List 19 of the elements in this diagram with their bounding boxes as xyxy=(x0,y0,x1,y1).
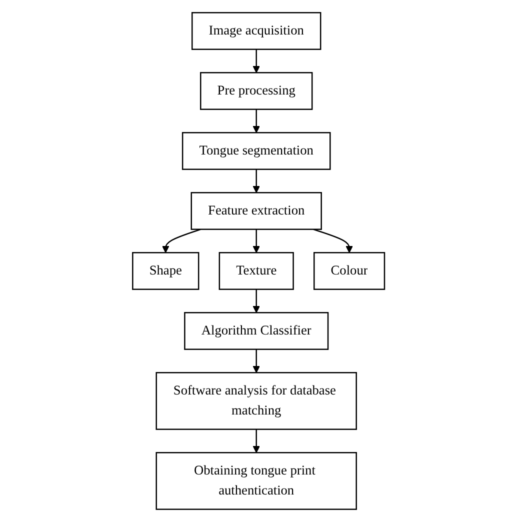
node-box: Algorithm Classifier xyxy=(184,312,329,350)
node-box: Software analysis for database matching xyxy=(156,372,357,430)
node-box: Texture xyxy=(218,252,294,290)
node-box: Colour xyxy=(313,252,386,290)
node-box: Pre processing xyxy=(200,72,313,110)
arrow xyxy=(252,288,260,312)
node-box: Feature extraction xyxy=(190,192,322,230)
arrow xyxy=(252,348,260,372)
arrow xyxy=(252,168,260,192)
node-box: Image acquisition xyxy=(191,12,322,50)
node-box: Tongue segmentation xyxy=(182,132,331,170)
node-box: Obtaining tongue print authentication xyxy=(156,452,357,510)
arrow xyxy=(252,428,260,452)
arrow xyxy=(312,228,353,252)
arrow xyxy=(252,108,260,132)
arrow xyxy=(252,48,260,72)
arrow xyxy=(252,228,260,252)
arrow xyxy=(162,228,202,252)
node-box: Shape xyxy=(132,252,200,290)
